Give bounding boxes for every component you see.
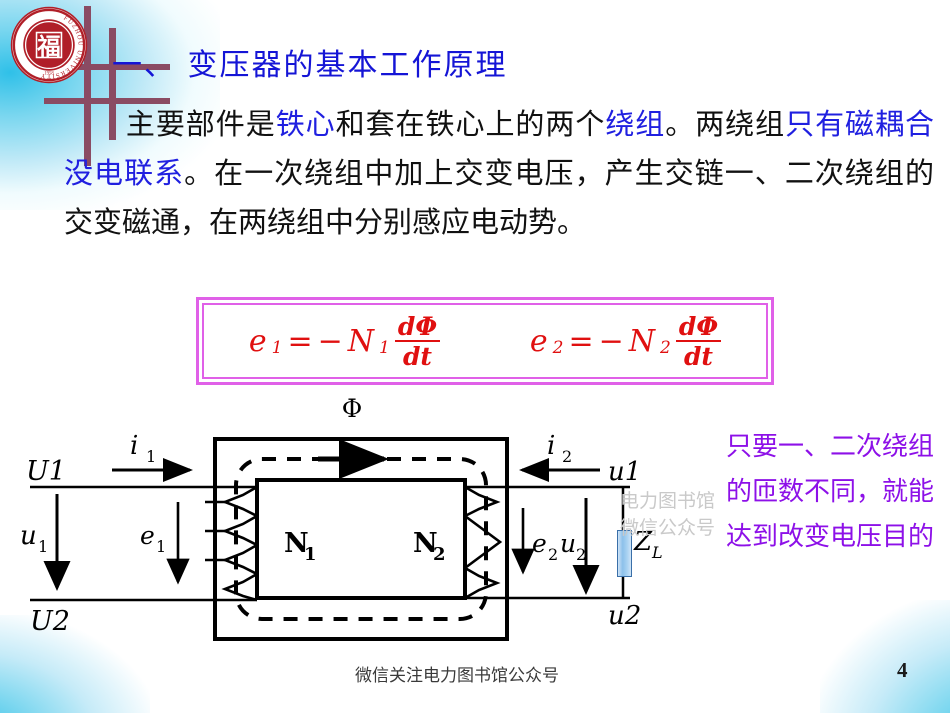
- body-highlight-winding: 绕组: [605, 107, 666, 141]
- formula-e2-fraction: dΦ dt: [675, 314, 722, 371]
- formula-e1-numerator: dΦ: [394, 314, 441, 342]
- load-impedance-sub: L: [651, 543, 663, 562]
- primary-turns-sub: 1: [304, 544, 317, 565]
- formula-e1-sign: −: [317, 323, 343, 359]
- primary-emf-label: e: [140, 521, 155, 550]
- formula-e1-fraction: dΦ dt: [394, 314, 441, 371]
- formula-e1-lhs: e: [248, 323, 267, 359]
- secondary-terminal-bottom-label: u2: [608, 601, 641, 631]
- flux-label: Φ: [342, 394, 363, 423]
- secondary-voltage-label: u: [560, 529, 576, 558]
- secondary-emf-sub: 2: [548, 545, 558, 564]
- primary-turns-label: N: [284, 528, 309, 559]
- formula-e1-coef: N: [347, 323, 375, 359]
- body-paragraph: 主要部件是铁心和套在铁心上的两个绕组。两绕组只有磁耦合没电联系。在一次绕组中加上…: [64, 100, 934, 247]
- body-seg-1: 主要部件是: [124, 107, 276, 141]
- secondary-turns-sub: 2: [433, 544, 446, 565]
- core-window-rect: [255, 478, 467, 600]
- decor-horizontal-bar-2: [44, 98, 170, 104]
- primary-winding-coil: [205, 485, 258, 602]
- formula-e1-equals: =: [287, 323, 313, 359]
- formula-e1-lhs-sub: 1: [271, 338, 283, 358]
- body-highlight-coupling: 只有磁耦合没电联系: [64, 107, 934, 190]
- decor-vertical-bar-1: [84, 6, 91, 166]
- formula-e2-numerator: dΦ: [675, 314, 722, 342]
- transformer-circuit-diagram: Φ i 1 U1 U2 u: [20, 394, 663, 641]
- logo-center-char: 福: [36, 32, 60, 60]
- primary-emf-sub: 1: [156, 537, 166, 556]
- corner-gradient-bottom-right: [820, 600, 950, 713]
- formula-e2-lhs-sub: 2: [552, 338, 564, 358]
- secondary-terminal-top-label: u1: [608, 457, 641, 487]
- page-number: 4: [897, 658, 908, 682]
- body-seg-3: 和套在铁心上的两个: [335, 107, 606, 141]
- formula-e1-coef-sub: 1: [379, 338, 390, 358]
- secondary-voltage-sub: 2: [576, 545, 586, 564]
- load-impedance-element: [617, 530, 632, 577]
- flux-path-dashed: [234, 457, 488, 621]
- secondary-turns-label: N: [413, 528, 438, 559]
- body-seg-5: 。两绕组: [665, 107, 786, 141]
- side-note-text: 只要一、二次绕组的匝数不同，就能达到改变电压目的: [726, 432, 935, 552]
- page-title: 一、 变压器的基本工作原理: [112, 48, 508, 83]
- body-seg-7: 。在一次绕组中加上交变电压，产生交链一、二次绕组的交变磁通，在两绕组中分别感应电…: [64, 156, 934, 239]
- logo-year: 1958: [44, 72, 54, 77]
- primary-current-sub: 1: [146, 447, 156, 466]
- formula-e2-coef-sub: 2: [660, 338, 671, 358]
- primary-voltage-sub: 1: [38, 537, 48, 556]
- secondary-emf-label: e: [532, 529, 547, 558]
- university-logo-icon: FUZHOU UNIVERSITY 福 1958: [10, 6, 88, 84]
- formula-e2-equals: =: [568, 323, 594, 359]
- body-highlight-core: 铁心: [275, 107, 336, 141]
- formula-e2-coef: N: [628, 323, 656, 359]
- secondary-winding-coil: [464, 485, 503, 600]
- secondary-current-sub: 2: [562, 447, 572, 466]
- secondary-current-label: i: [547, 431, 555, 461]
- primary-terminal-bottom-label: U2: [30, 606, 70, 637]
- formula-e2-denominator: dt: [683, 341, 713, 371]
- decor-vertical-bar-2: [109, 28, 116, 140]
- load-impedance-label: Z: [633, 527, 653, 557]
- primary-current-label: i: [130, 431, 138, 461]
- formula-e1-denominator: dt: [402, 341, 432, 371]
- primary-voltage-label: u: [20, 521, 37, 551]
- footer-text: 微信关注电力图书馆公众号: [355, 666, 559, 686]
- formula-e2-sign: −: [598, 323, 624, 359]
- primary-terminal-top-label: U1: [26, 456, 66, 487]
- formula-e2-lhs: e: [529, 323, 548, 359]
- decor-horizontal-bar-1: [30, 64, 170, 70]
